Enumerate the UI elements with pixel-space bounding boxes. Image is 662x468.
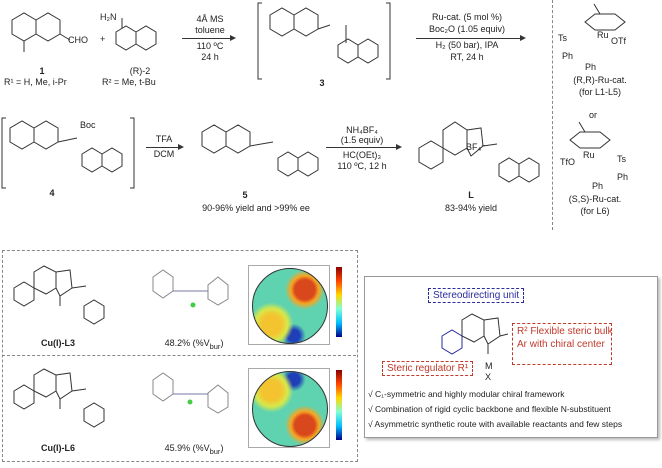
- compound-2-substituents: R² = Me, t-Bu: [102, 77, 156, 87]
- quinoline-aldehyde-structure: [11, 12, 71, 52]
- condition: (1.5 equiv): [340, 135, 384, 145]
- atom-label: Ph: [585, 62, 597, 72]
- divider: [552, 0, 553, 230]
- metal-label: M: [485, 361, 493, 371]
- ar-label: Ar: [517, 339, 527, 350]
- buried-volume: 45.9% (%Vbur): [164, 443, 224, 456]
- atom-label: Ph: [592, 181, 604, 191]
- stereodirecting-tag: Stereodirecting unit: [428, 288, 525, 303]
- r1-label: R¹: [457, 363, 469, 374]
- condition: 24 h: [201, 52, 219, 62]
- atom-label: Ru: [597, 30, 609, 40]
- catalyst-use: (for L1-L5): [578, 87, 622, 97]
- atom-label: Ph: [617, 172, 629, 182]
- imine-3-structure: [257, 2, 391, 80]
- diamine-5-structure: [201, 124, 319, 177]
- crystal-structure-l6: [152, 372, 229, 414]
- aldehyde-group: CHO: [68, 35, 88, 45]
- condition: NH₄BF₄: [346, 125, 378, 135]
- catalyst-use: (for L6): [580, 206, 610, 216]
- condition: RT, 24 h: [450, 52, 484, 62]
- reaction-arrow: [326, 144, 402, 150]
- condition: DCM: [153, 149, 175, 159]
- compound-1-substituents: R¹ = H, Me, i-Pr: [4, 77, 67, 87]
- cu-l3-structure: [13, 265, 105, 325]
- reaction-arrow: [182, 35, 236, 41]
- compound-4-label: 4: [49, 188, 55, 198]
- halide-label: X: [485, 372, 492, 382]
- complexes-panel: [2, 250, 358, 462]
- color-scale: [336, 370, 342, 440]
- reaction-arrow: [146, 144, 184, 150]
- steric-map-frame: [248, 265, 330, 345]
- catalyst-name: (S,S)-Ru-cat.: [568, 194, 622, 204]
- atom-label: Ru: [583, 150, 595, 160]
- feature-item: √ Combination of rigid cyclic backbone a…: [368, 404, 611, 414]
- boc-group: Boc: [80, 120, 96, 130]
- arene-ligand-icon: [584, 3, 626, 31]
- atom-label: Ts: [558, 33, 567, 43]
- catalyst-name: (R,R)-Ru-cat.: [573, 75, 627, 85]
- cu-l6-structure: [13, 368, 105, 428]
- condition-catalyst: Ru-cat. (5 mol %): [431, 12, 503, 22]
- steric-map-l6: [252, 371, 328, 447]
- r2-label: R²: [517, 326, 528, 337]
- color-scale: [336, 267, 342, 337]
- flexible-line: Flexible steric bulk: [530, 326, 613, 337]
- compound-3-label: 3: [319, 78, 325, 88]
- condition: HC(OEt)₃: [342, 150, 382, 160]
- condition: 4Å MS: [196, 14, 224, 24]
- atom-label: OTf: [611, 36, 626, 46]
- steric-map-l3: [252, 268, 328, 344]
- condition: 110 ºC: [196, 41, 224, 51]
- buried-volume: 48.2% (%Vbur): [164, 338, 224, 351]
- condition: 110 ºC, 12 h: [337, 161, 387, 171]
- amine-group: H₂N: [100, 12, 117, 22]
- product-L-label: L: [468, 190, 474, 200]
- flexible-bulk-tag: R² Flexible steric bulk Ar with chiral c…: [512, 323, 613, 365]
- complex-name: Cu(I)-L3: [41, 338, 75, 348]
- ligand-design-panel: [364, 276, 658, 438]
- atom-label: Ts: [617, 154, 626, 164]
- compound-1-label: 1: [39, 66, 45, 76]
- compound-5-label: 5: [242, 190, 248, 200]
- feature-item: √ Asymmetric synthetic route with availa…: [368, 419, 623, 429]
- crystal-structure-l3: [152, 269, 229, 308]
- condition: TFA: [155, 134, 173, 144]
- panel-divider: [2, 355, 356, 356]
- condition: H₂ (50 bar), IPA: [435, 40, 499, 50]
- boc-amine-4-structure: [1, 117, 135, 189]
- reaction-arrow: [416, 35, 526, 41]
- compound-5-yield: 90-96% yield and >99% ee: [202, 203, 310, 213]
- complex-name: Cu(I)-L6: [41, 443, 75, 453]
- condition: toluene: [195, 25, 225, 35]
- imidazolinium-L-structure: [418, 121, 540, 183]
- steric-map-frame: [248, 368, 330, 448]
- condition: Boc₂O (1.05 equiv): [428, 24, 506, 34]
- flexible-line: with chiral center: [529, 339, 605, 350]
- or-label: or: [588, 110, 598, 120]
- compound-2-label: (R)-2: [129, 66, 151, 76]
- regulator-label: Steric regulator: [387, 363, 455, 374]
- plus-sign: +: [100, 34, 106, 44]
- atom-label: TfO: [560, 157, 575, 167]
- steric-regulator-tag: Steric regulator R¹: [382, 361, 474, 376]
- ligand-core-structure: [441, 313, 509, 355]
- product-L-yield: 83-94% yield: [444, 203, 498, 213]
- counterion: BF₄⁻: [466, 142, 486, 152]
- naphthylamine-structure: [115, 18, 157, 51]
- feature-item: √ C₁-symmetric and highly modular chiral…: [368, 389, 565, 399]
- atom-label: Ph: [562, 51, 574, 61]
- arene-ligand-icon: [569, 121, 611, 149]
